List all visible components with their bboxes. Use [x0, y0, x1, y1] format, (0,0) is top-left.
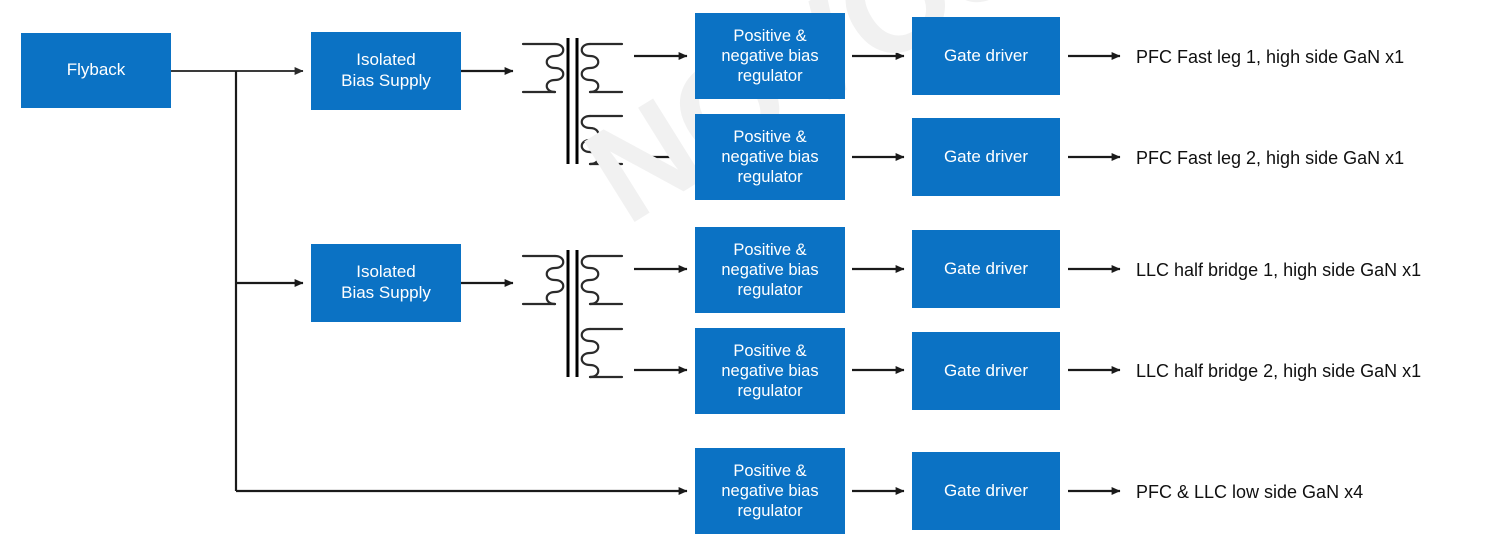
regulator-1-line2: negative bias [721, 46, 819, 65]
transformer-1-icon [521, 38, 624, 166]
isolated-supply-2-line2: Bias Supply [341, 283, 431, 302]
regulator-5-line3: regulator [737, 502, 803, 521]
regulator-5-line2: negative bias [721, 481, 819, 500]
gate-driver-3-label: Gate driver [943, 258, 1029, 278]
block-regulator-5[interactable]: Positive & negative bias regulator [695, 448, 845, 534]
regulator-5-line1: Positive & [733, 461, 807, 480]
block-flyback-label: Flyback [66, 60, 126, 80]
block-flyback[interactable]: Flyback [21, 33, 171, 108]
block-regulator-3[interactable]: Positive & negative bias regulator [695, 227, 845, 313]
output-label-3: LLC half bridge 1, high side GaN x1 [1136, 260, 1422, 280]
regulator-2-line3: regulator [737, 168, 803, 187]
output-label-2: PFC Fast leg 2, high side GaN x1 [1136, 148, 1405, 168]
isolated-supply-2-line1: Isolated [356, 262, 416, 282]
block-isolated-bias-supply-2[interactable]: Isolated Bias Supply [311, 244, 461, 322]
block-regulator-4[interactable]: Positive & negative bias regulator [695, 328, 845, 414]
block-regulator-1[interactable]: Positive & negative bias regulator [695, 13, 845, 99]
block-gate-driver-3[interactable]: Gate driver [912, 230, 1060, 308]
output-label-1: PFC Fast leg 1, high side GaN x1 [1136, 47, 1405, 67]
output-label-4: LLC half bridge 2, high side GaN x1 [1136, 361, 1422, 381]
block-gate-driver-1[interactable]: Gate driver [912, 17, 1060, 95]
block-gate-driver-2[interactable]: Gate driver [912, 118, 1060, 196]
regulator-4-line3: regulator [737, 382, 803, 401]
regulator-2-line2: negative bias [721, 147, 819, 166]
transformer-2-icon [521, 250, 624, 379]
regulator-4-line1: Positive & [733, 341, 807, 360]
regulator-3-line1: Positive & [733, 240, 807, 259]
isolated-supply-1-line2: Bias Supply [341, 71, 431, 90]
regulator-1-line3: regulator [737, 67, 803, 86]
block-isolated-bias-supply-1[interactable]: Isolated Bias Supply [311, 32, 461, 110]
regulator-3-line2: negative bias [721, 260, 819, 279]
block-regulator-2[interactable]: Positive & negative bias regulator [695, 114, 845, 200]
regulator-1-line1: Positive & [733, 26, 807, 45]
gate-driver-5-label: Gate driver [943, 480, 1029, 500]
gate-driver-4-label: Gate driver [943, 360, 1029, 380]
output-label-5: PFC & LLC low side GaN x4 [1136, 482, 1364, 502]
isolated-supply-1-line1: Isolated [356, 50, 416, 70]
block-gate-driver-4[interactable]: Gate driver [912, 332, 1060, 410]
gate-driver-1-label: Gate driver [943, 45, 1029, 65]
block-gate-driver-5[interactable]: Gate driver [912, 452, 1060, 530]
regulator-2-line1: Positive & [733, 127, 807, 146]
regulator-4-line2: negative bias [721, 361, 819, 380]
regulator-3-line3: regulator [737, 281, 803, 300]
gate-driver-2-label: Gate driver [943, 146, 1029, 166]
